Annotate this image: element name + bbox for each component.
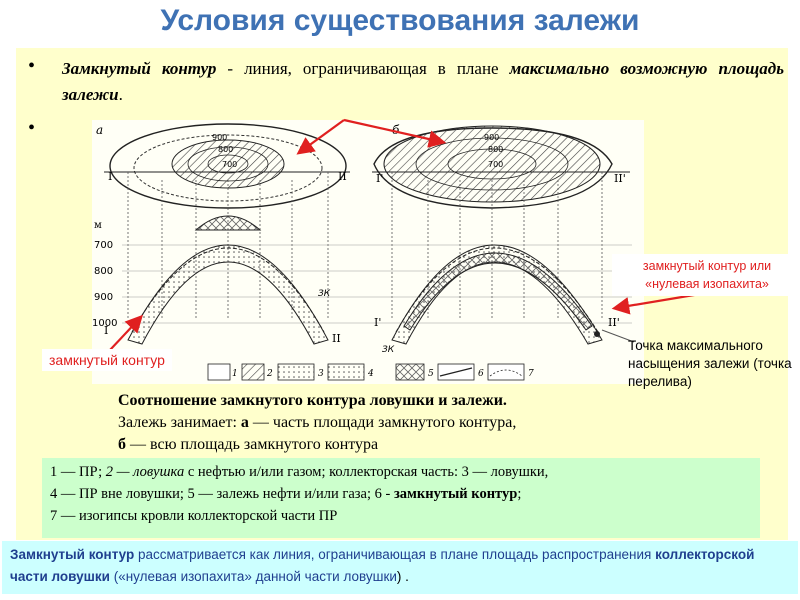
legend-num-4: 4 <box>367 369 374 379</box>
caption-title: Соотношение замкнутого контура ловушки и… <box>118 392 507 409</box>
panel-a-section-end-ii: II <box>332 332 341 345</box>
bullet-marker: • <box>28 55 36 77</box>
legend-num-6: 6 <box>478 369 484 379</box>
note-text-1: рассматривается как линия, ограничивающа… <box>134 547 656 562</box>
panel-a-contour-label-900: 900 <box>212 133 227 142</box>
bullet-end: . <box>118 85 123 104</box>
spill-point-label: Точка максимального насыщения залежи (то… <box>628 338 792 389</box>
bullet-definition: Замкнутый контур - линия, ограничивающая… <box>62 56 784 108</box>
depth-tick-900: 900 <box>94 292 113 303</box>
panel-b-section-end-i: I' <box>374 316 381 329</box>
legend-box: 1 — ПР; 2 — ловушка с нефтью и/или газом… <box>42 458 760 538</box>
bullet-emphasis: максимально возможную площадь залежи <box>62 59 784 104</box>
caption-a-text: — часть площади замкнутого контура, <box>248 414 517 431</box>
arrow-to-panel-b-contour <box>343 118 447 148</box>
depth-scale: 700 800 900 1000 <box>92 240 117 329</box>
legend-num-5: 5 <box>428 369 434 379</box>
legend-num-1: 1 <box>232 369 238 379</box>
legend-num-3: 3 <box>318 369 324 379</box>
panel-b-contour-label-900: 900 <box>484 133 499 142</box>
legend-swatch-7-line <box>489 369 523 377</box>
arrow-to-zero-isopach <box>611 292 701 315</box>
caption-a-letter: а <box>240 414 249 431</box>
legend-swatch-7 <box>487 363 525 381</box>
zero-isopach-label: замкнутый контур или «нулевая изопахита» <box>612 254 800 296</box>
panel-a-contour-label-800: 800 <box>218 145 233 154</box>
note-emphasis: коллекторской части ловушки <box>10 547 755 584</box>
panel-a-zk-label: ЗК <box>318 289 331 299</box>
panel-a-contour-label-700: 700 <box>222 160 237 169</box>
caption-line-a: Залежь занимает: а — часть площади замкн… <box>118 412 638 434</box>
panel-a-reservoir-layer <box>127 244 329 345</box>
legend-line-2: 4 — ПР вне ловушки; 5 — залежь нефти и/и… <box>50 483 752 505</box>
panel-a-marker-i: I <box>108 170 112 183</box>
arrow-to-panel-a-contour <box>296 119 345 155</box>
panel-a-deposit <box>194 215 262 231</box>
legend-line-2-end: ; <box>517 486 522 502</box>
panel-b-contour-label-800: 800 <box>488 145 503 154</box>
depth-tick-700: 700 <box>94 240 113 251</box>
slide-title: Условия существования залежи <box>160 4 640 37</box>
trap-diagram: а 900 800 700 I II б 900 800 700 I' II' <box>92 120 644 384</box>
caption-line-b: б — всю площадь замкнутого контура <box>118 434 638 456</box>
panel-b-layer-mid <box>395 247 599 333</box>
closed-contour-label: замкнутый контур <box>42 349 172 371</box>
legend-swatch-4 <box>327 363 365 381</box>
legend-items-4-6: 4 — ПР вне ловушки; 5 — залежь нефти и/и… <box>50 486 394 502</box>
legend-swatch-2 <box>241 363 265 381</box>
panel-a-marker-ii: II <box>338 170 347 183</box>
legend-item-6-term: замкнутый контур <box>393 486 518 502</box>
depth-unit: м <box>94 220 102 231</box>
legend-num-2: 2 <box>266 369 273 379</box>
panel-b-label: б <box>392 123 400 137</box>
bullet-marker-2: • <box>28 117 36 139</box>
caption-b-text: — всю площадь замкнутого контура <box>126 436 379 453</box>
legend-swatch-1 <box>207 363 231 381</box>
depth-tick-1000: 1000 <box>92 318 117 329</box>
panel-b-contour-3 <box>447 148 537 180</box>
legend-swatch-6-line <box>439 367 473 377</box>
spill-point-pointer <box>601 329 635 343</box>
panel-b-contour-label-700: 700 <box>488 160 503 169</box>
spill-point-marker <box>594 331 600 337</box>
panel-a-section-end-i: I <box>104 324 108 337</box>
panel-b-marker-i: I' <box>376 172 383 185</box>
legend-line-1: 1 — ПР; 2 — ловушка с нефтью и/или газом… <box>50 461 752 483</box>
panel-a-label: а <box>96 123 103 137</box>
note-end: ) . <box>396 569 409 584</box>
legend-line-3: 7 — изогипсы кровли коллекторской части … <box>50 508 338 524</box>
panel-b-deposit <box>403 252 593 331</box>
arrow-to-section-contour <box>109 314 144 351</box>
note-term: Замкнутый контур <box>10 547 135 562</box>
depth-tick-800: 800 <box>94 266 113 277</box>
panel-b-zk-label: ЗК <box>382 345 395 355</box>
bottom-note: Замкнутый контур рассматривается как лин… <box>2 541 798 594</box>
figure-legend-strip: 1 2 3 4 5 6 7 <box>207 363 534 381</box>
legend-item-1: 1 — ПР; <box>50 464 106 480</box>
panel-b-marker-ii: II' <box>614 172 626 185</box>
figure-caption: Соотношение замкнутого контура ловушки и… <box>118 390 638 456</box>
legend-item-2-desc: с нефтью и/или газом; коллекторская част… <box>184 464 549 480</box>
panel-a-layer-mid <box>131 247 325 333</box>
bullet-term: Замкнутый контур <box>62 59 217 78</box>
legend-swatch-5 <box>395 363 425 381</box>
panel-b-section-end-ii: II' <box>608 316 620 329</box>
caption-a-prefix: Залежь занимает: <box>118 414 241 431</box>
legend-num-7: 7 <box>528 369 534 379</box>
legend-swatch-3 <box>277 363 315 381</box>
panel-a-contour-4 <box>207 154 249 174</box>
bullet-dash: - линия, ограничивающая в плане <box>216 59 510 78</box>
note-text-2: («нулевая изопахита» данной части ловушк… <box>109 569 397 584</box>
legend-item-2: 2 — ловушка <box>105 464 185 480</box>
caption-b-letter: б <box>118 436 126 453</box>
